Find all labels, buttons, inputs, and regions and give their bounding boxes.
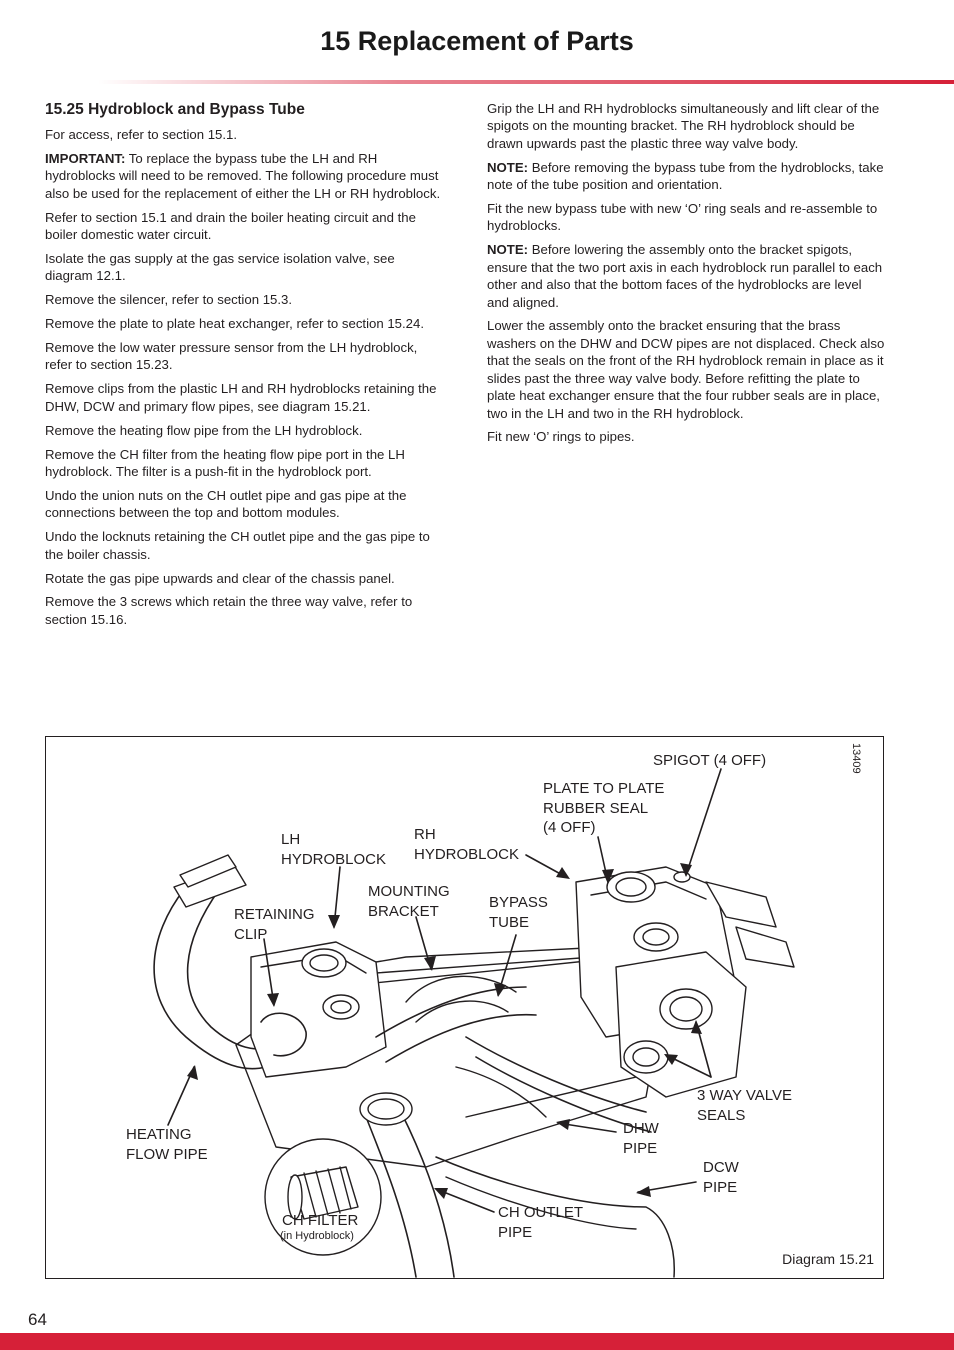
label-plate-seal: PLATE TO PLATE RUBBER SEAL (4 OFF) [543,780,665,836]
body-paragraph: Remove the plate to plate heat exchanger… [45,315,445,332]
body-paragraph: Undo the locknuts retaining the CH outle… [45,528,445,563]
body-paragraph: NOTE: Before removing the bypass tube fr… [487,159,887,194]
hydroblock-illustration [153,768,795,1278]
label-ch-filter-note: (in Hydroblock) [280,1230,354,1242]
paragraph-text: To replace the bypass tube the LH and RH… [45,150,441,201]
page-title: 15 Replacement of Parts [320,26,634,56]
label-bypass-tube: BYPASS TUBE [489,894,548,931]
paragraph-text: Remove the 3 screws which retain the thr… [45,594,413,627]
paragraph-text: Remove the low water pressure sensor fro… [45,340,418,373]
body-paragraph: Remove the silencer, refer to section 15… [45,291,445,308]
body-paragraph: For access, refer to section 15.1. [45,126,445,143]
paragraph-text: Undo the locknuts retaining the CH outle… [45,529,430,562]
left-paragraphs: For access, refer to section 15.1. IMPORT… [45,126,445,628]
body-paragraph: Isolate the gas supply at the gas servic… [45,250,445,285]
body-paragraph: IMPORTANT: To replace the bypass tube th… [45,150,445,202]
paragraph-text: Remove the plate to plate heat exchanger… [45,316,425,332]
paragraph-lead: IMPORTANT: [45,150,126,166]
paragraph-text: Isolate the gas supply at the gas servic… [45,250,395,284]
page-number: 64 [28,1310,47,1329]
right-column: Grip the LH and RH hydroblocks simultane… [487,100,887,452]
paragraph-text: Before lowering the assembly onto the br… [487,242,883,310]
paragraph-text: Remove clips from the plastic LH and RH … [45,381,437,414]
left-column: 15.25 Hydroblock and Bypass Tube For acc… [45,100,445,635]
paragraph-text: Grip the LH and RH hydroblocks simultane… [487,101,880,151]
paragraph-text: For access, refer to section 15.1. [45,127,238,142]
label-3-way-valve-seals: 3 WAY VALVE SEALS [697,1087,793,1124]
paragraph-text: Rotate the gas pipe upwards and clear of… [45,570,395,586]
diagram-caption: Diagram 15.21 [782,1251,874,1267]
label-rh-hydroblock: RH HYDROBLOCK [414,826,520,863]
label-dcw-pipe: DCW PIPE [703,1159,739,1196]
paragraph-text: Fit the new bypass tube with new ‘O’ rin… [487,201,878,234]
label-mounting-bracket: MOUNTING BRACKET [368,883,450,920]
paragraph-text: Before removing the bypass tube from the… [487,159,884,193]
body-paragraph: Remove the CH filter from the heating fl… [45,446,445,481]
label-spigot: SPIGOT (4 OFF) [653,752,767,769]
paragraph-text: Fit new ‘O’ rings to pipes. [487,429,635,445]
label-retaining-clip: RETAINING CLIP [234,906,315,943]
paragraph-lead: NOTE: [487,242,529,258]
label-dhw-pipe: DHW PIPE [623,1120,659,1157]
ref-number: 13409 [850,743,862,774]
body-paragraph: Remove the low water pressure sensor fro… [45,339,445,374]
paragraph-lead: NOTE: [487,159,529,175]
section-heading: 15.25 Hydroblock and Bypass Tube [45,101,305,118]
paragraph-text: Undo the union nuts on the CH outlet pip… [45,487,407,521]
body-paragraph: Refer to section 15.1 and drain the boil… [45,209,445,244]
paragraph-text: Refer to section 15.1 and drain the boil… [45,209,416,243]
right-paragraphs: Grip the LH and RH hydroblocks simultane… [487,100,887,446]
body-paragraph: Fit the new bypass tube with new ‘O’ rin… [487,200,887,235]
title-rule [98,80,954,84]
paragraph-text: Remove the silencer, refer to section 15… [45,292,293,308]
body-paragraph: Grip the LH and RH hydroblocks simultane… [487,100,887,152]
paragraph-text: Remove the heating flow pipe from the LH… [45,422,363,438]
body-paragraph: Lower the assembly onto the bracket ensu… [487,317,887,421]
body-paragraph: Remove the heating flow pipe from the LH… [45,422,445,439]
label-ch-filter: CH FILTER [282,1212,359,1229]
paragraph-text: Lower the assembly onto the bracket ensu… [487,318,885,421]
diagram-frame: 13409 SPIGOT (4 OFF) PLATE TO PLATE RUBB… [45,736,884,1279]
body-paragraph: Fit new ‘O’ rings to pipes. [487,428,887,445]
label-lh-hydroblock: LH HYDROBLOCK [281,831,387,868]
footer-bar [0,1333,954,1350]
body-paragraph: Remove clips from the plastic LH and RH … [45,380,445,415]
body-paragraph: NOTE: Before lowering the assembly onto … [487,241,887,311]
label-heating-flow-pipe: HEATING FLOW PIPE [126,1126,208,1163]
label-ch-outlet-pipe: CH OUTLET PIPE [498,1204,584,1241]
paragraph-text: Remove the CH filter from the heating fl… [45,446,405,479]
body-paragraph: Rotate the gas pipe upwards and clear of… [45,570,445,587]
body-paragraph: Undo the union nuts on the CH outlet pip… [45,487,445,522]
body-paragraph: Remove the 3 screws which retain the thr… [45,593,445,628]
